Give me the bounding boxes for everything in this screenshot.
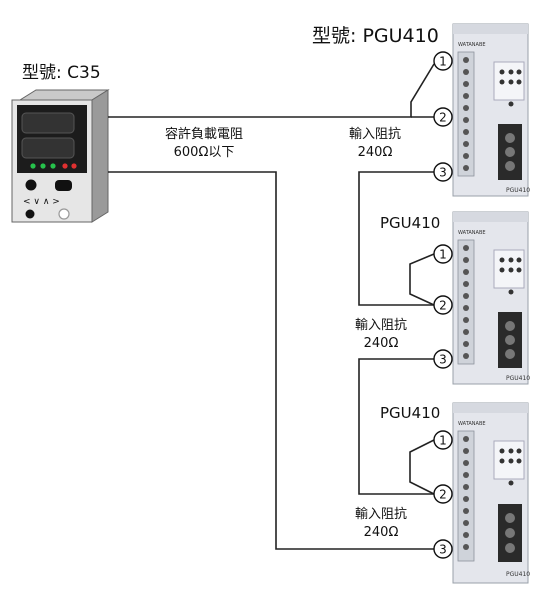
terminal-3-label: 3 [439,543,447,557]
module2-impedance-line1: 輸入阻抗 [355,318,407,333]
module1-impedance-line1: 輸入阻抗 [349,127,401,142]
controller-button-icon [55,180,72,191]
terminal-2-label: 2 [439,299,447,313]
module3-impedance-line2: 240Ω [364,525,399,540]
module2-terminals: 1 2 3 [433,244,453,369]
controller-knob-icon [58,208,70,220]
controller-c35: < ∨ ∧ > [11,89,110,223]
module3-model-label: PGU410 [380,404,440,422]
terminal-2-label: 2 [439,111,447,125]
terminal-strip [457,51,475,177]
svg-text:WATANABE: WATANABE [458,42,486,48]
status-led-icon [62,163,68,169]
pgu410-module-2: WATANABE PGU410 [452,211,530,385]
module2-impedance-line2: 240Ω [364,336,399,351]
status-led-icon [71,163,77,169]
svg-text:WATANABE: WATANABE [458,421,486,427]
svg-text:PGU410: PGU410 [506,571,530,578]
pgu410-module-1: WATANABE PGU410 [452,23,530,197]
wiring [108,63,435,550]
terminal-1-label: 1 [439,248,447,262]
load-note-line1: 容許負載電阻 [165,126,243,142]
status-led-icon [30,163,36,169]
terminal-2-label: 2 [439,488,447,502]
terminal-strip [457,239,475,365]
controller-button-icon [25,209,35,219]
arrow-keys-icon: < ∨ ∧ > [23,197,60,207]
module3-terminals: 1 2 3 [433,430,453,559]
terminal-3-label: 3 [439,166,447,180]
load-note-line2: 600Ω以下 [174,145,235,160]
module1-impedance-line2: 240Ω [358,145,393,160]
status-led-icon [40,163,46,169]
module3-impedance-line1: 輸入阻抗 [355,507,407,522]
svg-text:PGU410: PGU410 [506,375,530,382]
controller-button-icon [25,179,37,191]
svg-text:PGU410: PGU410 [506,187,530,194]
controller-model-label: 型號: C35 [22,63,101,83]
svg-text:WATANABE: WATANABE [458,230,486,236]
module1-terminals: 1 2 3 [433,51,453,182]
module1-model-label: 型號: PGU410 [312,25,439,47]
pgu410-module-3: WATANABE PGU410 [452,402,530,584]
terminal-3-label: 3 [439,353,447,367]
status-led-icon [50,163,56,169]
terminal-1-label: 1 [439,434,447,448]
terminal-1-label: 1 [439,55,447,69]
module2-model-label: PGU410 [380,214,440,232]
